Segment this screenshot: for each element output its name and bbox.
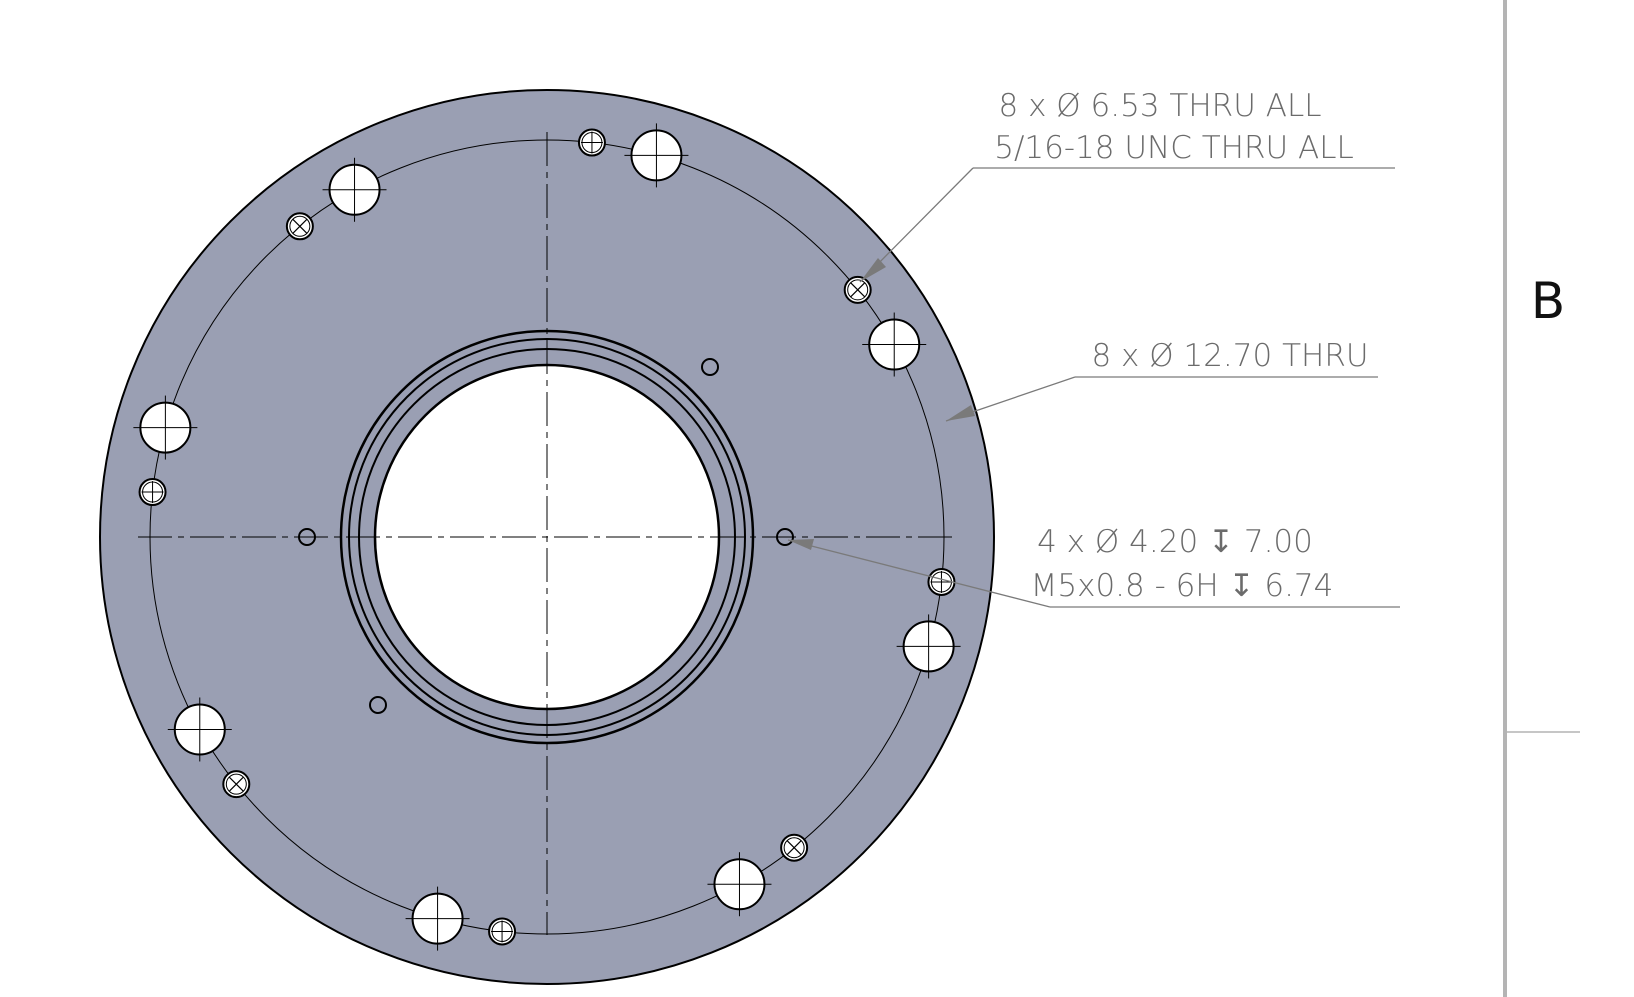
leader-line	[787, 539, 1051, 608]
small-thru-hole	[843, 275, 872, 304]
large-thru-hole	[133, 395, 198, 460]
callout-large-thru: 8 x Ø 12.70 THRU	[945, 338, 1378, 422]
callout-text: 8 x Ø 12.70 THRU	[1091, 338, 1368, 374]
tapped-hole	[701, 358, 719, 376]
large-thru-hole	[405, 886, 470, 951]
leader-arrowhead	[788, 539, 814, 550]
callout-small-thru: 8 x Ø 6.53 THRU ALL 5/16-18 UNC THRU ALL	[859, 88, 1395, 283]
small-thru-hole	[222, 770, 251, 799]
large-thru-hole	[896, 614, 961, 679]
small-thru-hole	[488, 917, 517, 946]
leader-arrowhead	[946, 405, 975, 421]
large-thru-hole	[322, 157, 387, 222]
leader-arrowhead	[860, 258, 886, 282]
callout-text: M5x0.8 - 6H ↧ 6.74	[1031, 568, 1334, 604]
callout-text: 4 x Ø 4.20 ↧ 7.00	[1037, 524, 1313, 560]
large-thru-hole	[862, 312, 927, 377]
large-thru-hole	[624, 123, 689, 188]
zone-label: B	[1531, 272, 1565, 330]
large-thru-hole	[707, 852, 772, 917]
large-thru-hole	[167, 697, 232, 762]
callout-text: 8 x Ø 6.53 THRU ALL	[999, 88, 1322, 124]
small-thru-hole	[138, 478, 167, 507]
small-thru-hole	[285, 212, 314, 241]
callout-tapped: 4 x Ø 4.20 ↧ 7.00 M5x0.8 - 6H ↧ 6.74	[787, 524, 1400, 608]
large-hole-group	[133, 123, 961, 951]
tapped-hole	[369, 696, 387, 714]
small-thru-hole	[577, 128, 606, 157]
small-thru-hole	[780, 833, 809, 862]
callout-text: 5/16-18 UNC THRU ALL	[994, 130, 1354, 166]
small-hole-group	[138, 128, 956, 946]
